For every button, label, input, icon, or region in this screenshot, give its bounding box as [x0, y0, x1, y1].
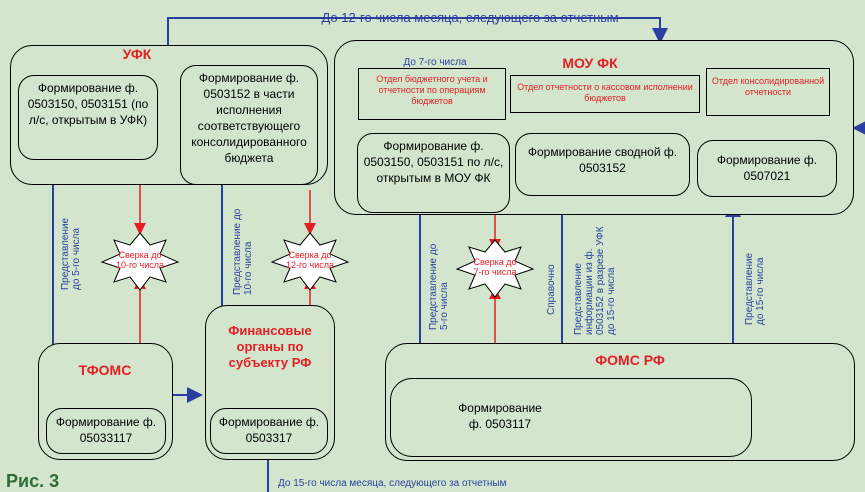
fin-box — [210, 408, 328, 454]
mou-dept3 — [706, 68, 830, 116]
fin-title: Финансовые органы по субъекту РФ — [228, 323, 312, 370]
mou-dept1-text: Отдел бюджетного учета и отчетности по о… — [376, 74, 488, 106]
mou-box3-text: Формирование ф. 0507021 — [716, 153, 818, 183]
vlabel-5: Представление информации из ф. 0503152 в… — [573, 226, 617, 335]
bottom-note: До 15-го числа месяца, следующего за отч… — [278, 478, 507, 489]
mou-title: МОУ ФК — [562, 55, 618, 71]
mou-dept1 — [358, 68, 506, 120]
top-note: До 12-го числа месяца, следующего за отч… — [321, 10, 619, 25]
vlabel-2: Представление до 10-го числа — [232, 208, 254, 295]
vlabel-4: Справочно — [546, 264, 557, 315]
tfoms-box — [46, 408, 166, 454]
mou-dept2 — [510, 75, 700, 113]
tfoms-box-text: Формирование ф. 05033117 — [55, 415, 157, 445]
mou-dept2-text: Отдел отчетности о кассовом исполнении б… — [517, 82, 693, 103]
foms-box-text: Формирование ф. 0503117 — [458, 401, 542, 431]
figure-label: Рис. 3 — [6, 471, 60, 491]
vlabel-1: Представление до 5-го числа — [60, 217, 82, 290]
vlabel-3: Представление до 5-го числа — [428, 243, 450, 330]
mou-dept3-text: Отдел консолидированной отчетности — [711, 76, 825, 97]
tfoms-title: ТФОМС — [78, 362, 132, 378]
ufk-box1 — [18, 75, 158, 160]
reconcile-3: Сверка до 7-го числа — [473, 257, 517, 277]
reconcile-2: Сверка до 12-го числа — [285, 250, 335, 270]
ufk-box2-text: Формирование ф. 0503152 в части исполнен… — [191, 71, 307, 165]
starburst-1 — [100, 232, 180, 291]
ufk-box1-text: Формирование ф. 0503150, 0503151 (по л/с… — [27, 81, 149, 127]
mou-box2 — [515, 133, 690, 196]
mou-box1-text: Формирование ф. 0503150, 0503151 по л/с,… — [363, 139, 504, 185]
starburst-3 — [455, 239, 535, 298]
arrow-top-to-dept2 — [167, 17, 668, 48]
foms-title: ФОМС РФ — [595, 352, 665, 368]
ufk-title: УФК — [122, 46, 152, 62]
mou-box1 — [357, 133, 510, 213]
mou-near-label: До 7-го числа — [403, 57, 467, 68]
ufk-box2 — [180, 65, 318, 185]
mou-box2-text: Формирование сводной ф. 0503152 — [527, 145, 678, 175]
mou-box3 — [697, 140, 837, 197]
fin-box-text: Формирование ф. 0503317 — [218, 415, 320, 445]
vlabel-6: Представление до 15-го числа — [744, 252, 766, 325]
starburst-2 — [270, 232, 350, 291]
foms-box — [390, 378, 752, 457]
reconcile-1: Сверка до 10-го числа — [115, 250, 165, 270]
